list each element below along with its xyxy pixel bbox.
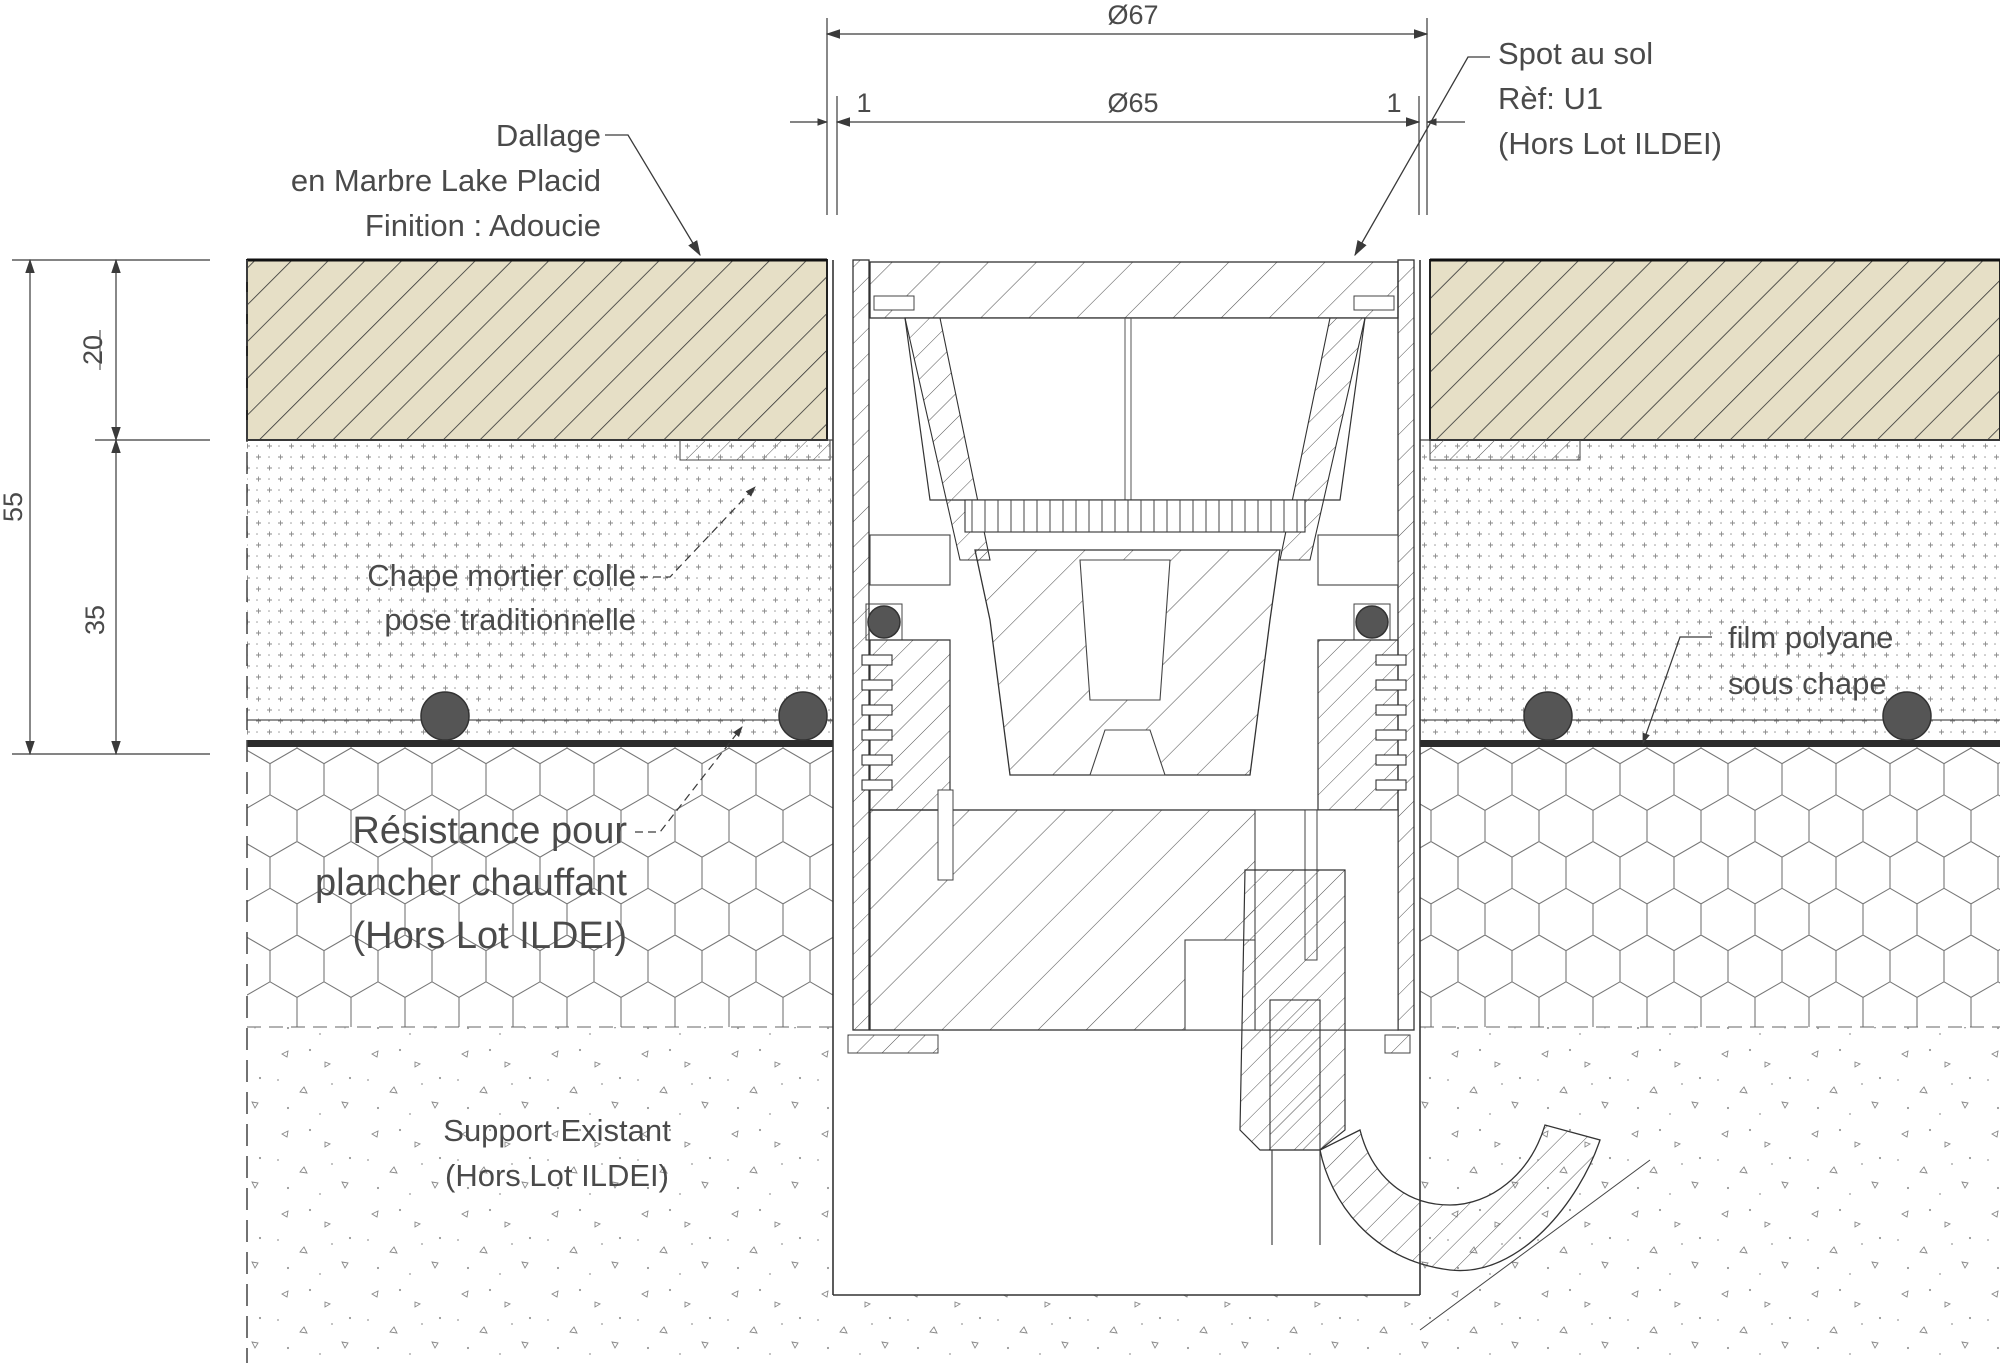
label-chape-line2: pose traditionnelle: [384, 602, 636, 637]
dim-inner-diameter: Ø65: [1107, 88, 1158, 118]
insulation-layer: [247, 747, 2000, 1028]
dimension-lines: [12, 18, 1465, 756]
dim-screed-height: 35: [80, 605, 110, 635]
label-film-line2: sous chape: [1728, 666, 1887, 701]
label-support-line1: Support Existant: [443, 1113, 671, 1148]
dim-total-height: 55: [0, 492, 28, 522]
dim-tile-height: 20: [78, 335, 108, 365]
label-dallage-line2: en Marbre Lake Placid: [291, 163, 601, 198]
label-film-line1: film polyane: [1728, 620, 1893, 655]
leader-lines: [605, 56, 1712, 833]
mortar-screed-layer: [247, 439, 2000, 740]
heating-cable: [420, 691, 470, 741]
label-support: Support Existant (Hors Lot ILDEI): [443, 1113, 671, 1193]
heatsink-fins: [964, 499, 1306, 533]
label-spot: Spot au sol Rèf: U1 (Hors Lot ILDEI): [1498, 36, 1722, 161]
label-dallage: Dallage en Marbre Lake Placid Finition :…: [291, 118, 601, 243]
label-support-line2: (Hors Lot ILDEI): [445, 1158, 669, 1193]
heating-cable: [778, 691, 828, 741]
label-resistance-line2: plancher chauffant: [315, 862, 627, 904]
label-chape-line1: Chape mortier colle: [367, 558, 636, 593]
heating-cable: [1882, 691, 1932, 741]
label-chape: Chape mortier colle pose traditionnelle: [367, 558, 636, 637]
label-spot-line1: Spot au sol: [1498, 36, 1653, 71]
label-spot-line2: Rèf: U1: [1498, 81, 1603, 116]
polyane-film: [247, 740, 2000, 747]
label-dallage-line3: Finition : Adoucie: [365, 208, 601, 243]
dimension-texts: Ø67 Ø65 1 1 55 20 35: [0, 0, 1402, 635]
housing-ribs: [861, 654, 1407, 791]
label-resistance: Résistance pour plancher chauffant (Hors…: [315, 810, 627, 957]
label-dallage-line1: Dallage: [496, 118, 601, 153]
label-resistance-line3: (Hors Lot ILDEI): [352, 915, 627, 957]
heating-cables: [420, 691, 1932, 741]
dim-gap-left: 1: [856, 88, 871, 118]
heating-cable: [1523, 691, 1573, 741]
spot-luminaire: [832, 259, 1651, 1331]
dim-outer-diameter: Ø67: [1107, 0, 1158, 30]
label-film: film polyane sous chape: [1728, 620, 1893, 701]
label-resistance-line1: Résistance pour: [352, 810, 627, 852]
label-spot-line3: (Hors Lot ILDEI): [1498, 126, 1722, 161]
dim-gap-right: 1: [1386, 88, 1401, 118]
